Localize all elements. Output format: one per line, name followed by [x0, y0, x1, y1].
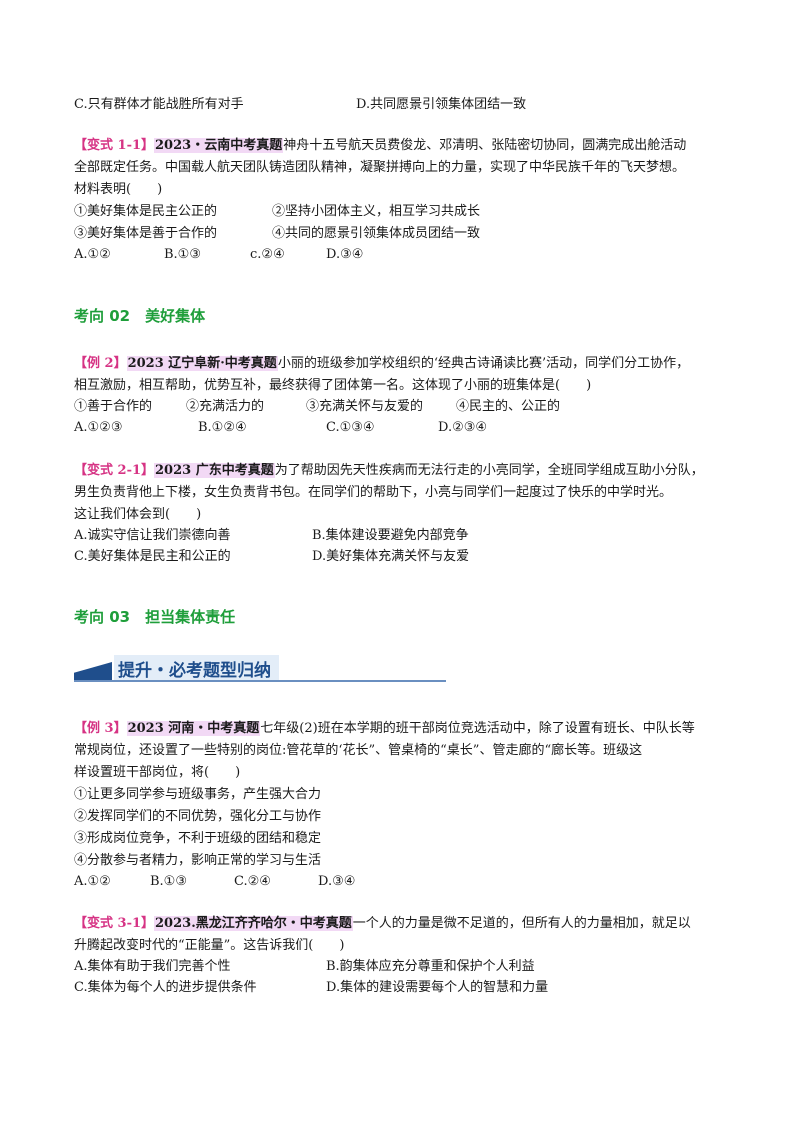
q4-option-d: D.③④	[318, 874, 356, 889]
q1-line2: 全部既定任务。中国载人航天团队铸造团队精神，凝聚拼搏向上的力量，实现了中华民族千…	[74, 160, 686, 175]
q1-item4: ④共同的愿景引领集体成员团结一致	[272, 226, 481, 241]
q3-source: 2023 广东中考真题	[154, 463, 275, 478]
q2-item2: ②充满活力的	[186, 399, 265, 414]
q1-item1: ①美好集体是民主公正的	[74, 204, 218, 219]
q1-option-d: D.③④	[326, 247, 364, 262]
q5-source: 2023.黑龙江齐齐哈尔・中考真题	[154, 916, 353, 931]
q5-option-d: D.集体的建设需要每个人的智慧和力量	[326, 980, 549, 995]
q2-option-d: D.②③④	[438, 420, 488, 435]
q5-line2: 升腾起改变时代的“正能量”。这告诉我们( )	[74, 938, 345, 953]
q1-item3: ③美好集体是善于合作的	[74, 226, 218, 241]
q1-option-c: c.②④	[250, 247, 285, 262]
q3-option-d: D.美好集体充满关怀与友爱	[312, 549, 470, 564]
q5-option-c: C.集体为每个人的进步提供条件	[74, 980, 257, 995]
q2-item3: ③充满关怀与友爱的	[306, 399, 424, 414]
q2-line2: 相互激励，相互帮助，优势互补，最终获得了团体第一名。这体现了小丽的班集体是( )	[74, 378, 592, 393]
q4-text1: 七年级(2)班在本学期的班干部岗位竞选活动中，除了设置有班长、中队长等	[260, 721, 695, 736]
q2-source: 2023 辽宁阜新·中考真题	[126, 356, 278, 371]
q5-option-b: B.韵集体应充分尊重和保护个人利益	[326, 959, 535, 974]
q5-option-a: A.集体有助于我们完善个性	[74, 959, 231, 974]
q4-item1: ①让更多同学参与班级事务，产生强大合力	[74, 787, 322, 802]
q2-line1: 【例 2】2023 辽宁阜新·中考真题小丽的班级参加学校组织的‘经典古诗诵读比赛…	[74, 355, 689, 373]
q1-line1: 【变式 1-1】2023・云南中考真题神舟十五号航天员费俊龙、邓清明、张陆密切协…	[74, 137, 686, 155]
q2-item1: ①善于合作的	[74, 399, 153, 414]
q4-line2: 常规岗位，还设置了一些特别的岗位:管花草的‘花长”、管桌椅的“桌长”、管走廊的“…	[74, 743, 643, 758]
q2-option-b: B.①②④	[198, 420, 247, 435]
q0-option-c: C.只有群体才能战胜所有对手	[74, 97, 244, 112]
q3-tag: 【变式 2-1】	[74, 463, 155, 478]
banner-heading: 提升・必考题型归纳	[74, 654, 446, 682]
q1-item2: ②坚持小团体主义，相互学习共成长	[272, 204, 481, 219]
q1-option-a: A.①②	[74, 247, 111, 262]
q1-line3: 材料表明( )	[74, 182, 163, 197]
q5-tag: 【变式 3-1】	[74, 916, 155, 931]
q3-line2: 男生负责背他上下楼，女生负责背书包。在同学们的帮助下，小亮与同学们一起度过了快乐…	[74, 485, 673, 500]
q3-option-c: C.美好集体是民主和公正的	[74, 549, 231, 564]
banner-rule	[74, 680, 446, 682]
q2-item4: ④民主的、公正的	[456, 399, 561, 414]
banner-title: 提升・必考题型归纳	[114, 655, 279, 682]
q3-option-b: B.集体建设要避免内部竞争	[312, 528, 469, 543]
q4-item4: ④分散参与者精力，影响正常的学习与生活	[74, 853, 322, 868]
q4-tag: 【例 3】	[74, 721, 127, 736]
q4-option-c: C.②④	[234, 874, 271, 889]
q5-text1: 一个人的力量是微不足道的，但所有人的力量相加，就足以	[352, 916, 691, 931]
q4-source: 2023 河南・中考真题	[126, 721, 261, 736]
section-heading-2: 考向 02 美好集体	[74, 307, 206, 325]
q0-option-d: D.共同愿景引领集体团结一致	[356, 97, 527, 112]
q4-option-a: A.①②	[74, 874, 111, 889]
q2-tag: 【例 2】	[74, 356, 127, 371]
section-heading-3: 考向 03 担当集体责任	[74, 608, 236, 626]
q2-text1: 小丽的班级参加学校组织的‘经典古诗诵读比赛’活动，同学们分工协作，	[277, 356, 690, 371]
q4-item2: ②发挥同学们的不同优势，强化分工与协作	[74, 809, 322, 824]
banner-bar-icon	[74, 662, 112, 680]
q1-option-b: B.①③	[164, 247, 201, 262]
q3-line3: 这让我们体会到( )	[74, 507, 202, 522]
q1-tag: 【变式 1-1】	[74, 138, 155, 153]
q1-source: 2023・云南中考真题	[154, 138, 284, 153]
q2-option-c: C.①③④	[326, 420, 375, 435]
q4-item3: ③形成岗位竞争，不利于班级的团结和稳定	[74, 831, 322, 846]
q4-line1: 【例 3】2023 河南・中考真题七年级(2)班在本学期的班干部岗位竞选活动中，…	[74, 720, 695, 738]
q3-line1: 【变式 2-1】2023 广东中考真题为了帮助因先天性疾病而无法行走的小亮同学，…	[74, 462, 704, 480]
q3-text1: 为了帮助因先天性疾病而无法行走的小亮同学，全班同学组成互助小分队，	[274, 463, 704, 478]
q2-option-a: A.①②③	[74, 420, 123, 435]
q5-line1: 【变式 3-1】2023.黑龙江齐齐哈尔・中考真题一个人的力量是微不足道的，但所…	[74, 915, 691, 933]
q3-option-a: A.诚实守信让我们崇德向善	[74, 528, 231, 543]
q1-text1: 神舟十五号航天员费俊龙、邓清明、张陆密切协同，圆满完成出舱活动	[283, 138, 687, 153]
q4-line3: 样设置班干部岗位，将( )	[74, 765, 241, 780]
q4-option-b: B.①③	[150, 874, 187, 889]
